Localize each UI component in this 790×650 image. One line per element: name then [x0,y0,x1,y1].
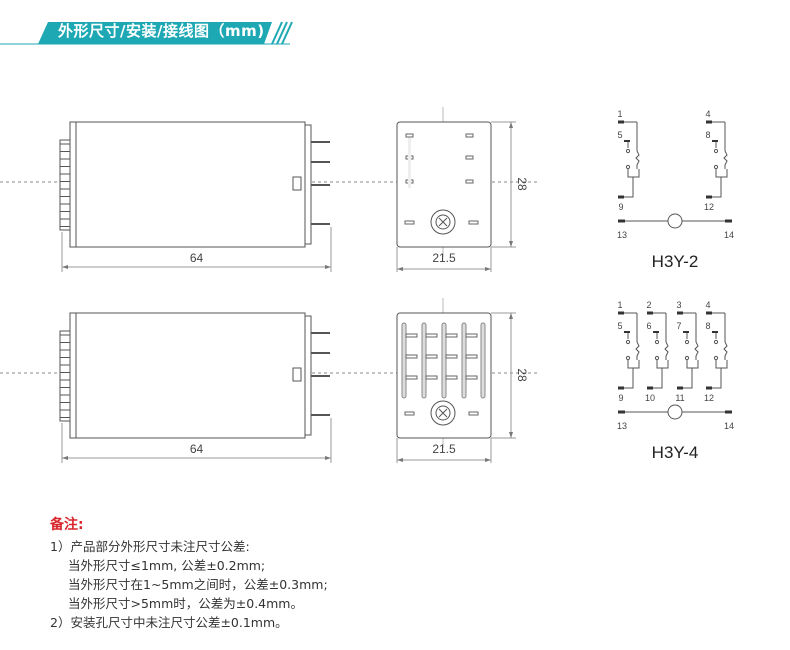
svg-text:11: 11 [675,393,684,403]
contact-hole [445,375,458,380]
contact-hole [468,220,479,225]
svg-text:4: 4 [705,300,710,310]
latch [292,176,302,191]
coil-icon [667,213,683,229]
svg-text:6: 6 [646,321,651,331]
contact-hole [468,411,479,416]
svg-text:13: 13 [617,421,627,431]
svg-text:13: 13 [617,230,627,240]
svg-text:14: 14 [724,421,734,431]
model-label: H3Y-4 [652,443,699,462]
front-face [396,121,492,248]
contact-pole: 1 5 9 [617,109,640,212]
contact-pole: 4 8 12 [704,300,728,403]
svg-text:14: 14 [724,230,734,240]
relay-body [75,312,306,439]
svg-text:1: 1 [617,300,622,310]
contact-hole [405,133,414,138]
note-line: 当外形尺寸在1~5mm之间时，公差±0.3mm; [68,577,328,592]
side-view-h3y2: 64 [0,121,360,272]
svg-text:4: 4 [705,109,710,119]
contact-hole [465,354,478,359]
contact-hole [465,333,478,338]
contact-hole [425,375,438,380]
slot [441,322,447,399]
section-title: 外形尺寸/安装/接线图（mm) [58,22,265,40]
note-line: 当外形尺寸>5mm时，公差为±0.4mm。 [68,596,303,611]
coil-icon [667,404,683,420]
slash-decoration-icon [271,21,293,45]
svg-text:5: 5 [617,321,622,331]
svg-text:2: 2 [646,300,651,310]
note-line: 2）安装孔尺寸中未注尺寸公差±0.1mm。 [50,615,288,630]
section-header-banner [0,21,293,45]
contact-pole: 2 6 10 [645,300,669,403]
svg-text:3: 3 [676,300,681,310]
contact-hole [405,354,418,359]
slot [480,322,486,399]
base-plate [304,124,312,245]
dimension-label: 21.5 [432,251,456,265]
contact-hole [445,333,458,338]
relay-body [75,121,306,248]
coil: 13 14 [617,213,734,240]
dimension-label: 64 [190,251,204,265]
contact-hole [405,375,418,380]
slot [401,322,407,399]
flange [69,312,77,439]
dimension-label: 28 [515,368,529,382]
model-label: H3Y-2 [652,252,699,271]
contact-hole [465,133,474,138]
contact-hole [465,179,474,184]
notes: 备注: 1）产品部分外形尺寸未注尺寸公差: 当外形尺寸≤1mm, 公差±0.2m… [50,516,328,632]
svg-text:8: 8 [705,321,710,331]
contact-hole [465,155,474,160]
contact-pole: 3 7 11 [675,300,699,403]
svg-text:7: 7 [676,321,681,331]
svg-text:10: 10 [645,393,655,403]
side-view-h3y4: 64 [0,312,360,463]
contact-hole [405,333,418,338]
slot [421,322,427,399]
base-plate [304,315,312,436]
dimension-label: 21.5 [432,442,456,456]
contact-hole [445,354,458,359]
svg-text:12: 12 [704,202,714,212]
slot [461,322,467,399]
dimension-label: 28 [515,177,529,191]
svg-text:1: 1 [617,109,622,119]
contact-hole [425,354,438,359]
svg-text:12: 12 [704,393,714,403]
contact-hole [465,375,478,380]
flange [69,121,77,248]
contact-pole: 4 8 12 [704,109,728,212]
contact-hole [425,333,438,338]
svg-text:9: 9 [618,393,623,403]
note-line: 当外形尺寸≤1mm, 公差±0.2mm; [68,558,266,573]
svg-text:8: 8 [705,130,710,140]
latch [292,367,302,382]
dimension-label: 64 [190,442,204,456]
front-view-h3y4: 28 21.5 [360,298,540,463]
contact-hole [404,220,415,225]
contact-pole: 1 5 9 [617,300,640,403]
contact-hole [404,411,415,416]
svg-text:9: 9 [618,202,623,212]
note-line: 1）产品部分外形尺寸未注尺寸公差: [50,539,250,554]
front-view-h3y2: 28 21.5 [360,107,540,272]
coil: 13 14 [617,404,734,431]
svg-text:5: 5 [617,130,622,140]
notes-title: 备注: [50,517,84,533]
